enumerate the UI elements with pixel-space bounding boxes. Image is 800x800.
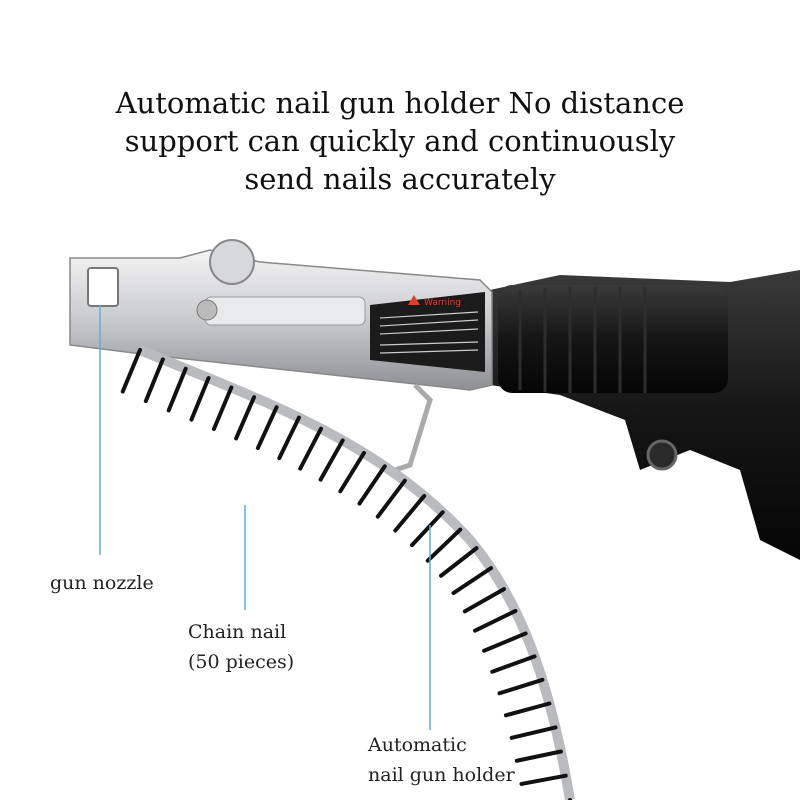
screw (519, 773, 568, 786)
screw (318, 438, 345, 482)
screw (490, 654, 537, 674)
callout-holder: Automatic nail gun holder (368, 730, 515, 790)
drill-body (490, 270, 800, 560)
screw (482, 631, 528, 653)
screw (357, 464, 387, 506)
callout-holder-line-2: nail gun holder (368, 764, 515, 786)
headline-line-3: send nails accurately (244, 162, 556, 196)
screw (439, 546, 479, 578)
screw (375, 478, 407, 519)
screw (277, 415, 301, 461)
screw (166, 366, 188, 413)
callout-holder-line-1: Automatic (368, 734, 467, 756)
headline-line-1: Automatic nail gun holder No distance (115, 86, 685, 120)
screw (503, 701, 552, 718)
screw (189, 376, 211, 422)
screw (211, 385, 234, 431)
headline-line-2: support can quickly and continuously (124, 124, 676, 158)
screw (462, 587, 506, 614)
holder-body: Warning (69, 239, 493, 473)
screw (472, 608, 518, 633)
screw (497, 677, 545, 696)
callout-gun-nozzle: gun nozzle (50, 572, 154, 594)
screw (451, 566, 493, 596)
screw (425, 527, 463, 563)
warning-label: Warning (424, 298, 461, 308)
screw (255, 405, 279, 451)
callout-chain-nail: Chain nail (50 pieces) (188, 617, 294, 677)
callout-lines (99, 305, 431, 730)
screw (514, 749, 563, 763)
callout-chain-nail-line-2: (50 pieces) (188, 651, 295, 673)
screw (338, 450, 366, 494)
screw (298, 426, 324, 471)
screw (409, 510, 445, 548)
screw (234, 395, 257, 441)
headline: Automatic nail gun holder No distance su… (0, 84, 800, 198)
screw (509, 725, 558, 740)
callout-chain-nail-line-1: Chain nail (188, 621, 287, 643)
screw (120, 348, 142, 394)
screw (393, 493, 427, 533)
chain-nail-strip (120, 345, 575, 800)
screw (143, 357, 165, 404)
